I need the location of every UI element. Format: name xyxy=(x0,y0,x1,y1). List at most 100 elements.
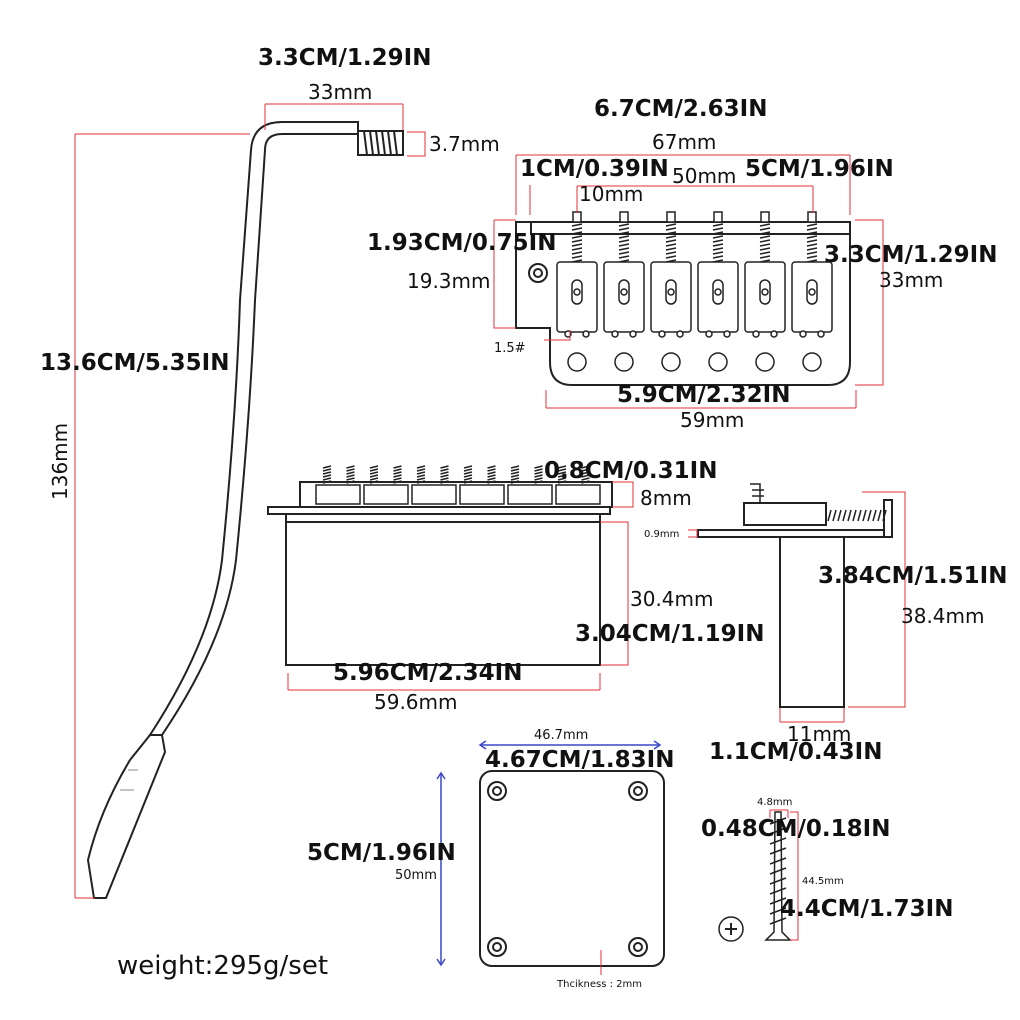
bridge-profile-view xyxy=(697,499,893,708)
height-screw xyxy=(817,330,825,338)
bridge-span-mm: 50mm xyxy=(672,164,737,188)
profile-block-mm: 11mm xyxy=(787,722,852,746)
bridge-total-label: 6.7CM/2.63IN xyxy=(594,96,768,122)
intonation-screw-head xyxy=(760,211,770,223)
saddle-height-screw xyxy=(581,465,590,484)
bridge-base-mm: 59mm xyxy=(680,408,745,432)
saddle-screw xyxy=(667,288,675,296)
saddle-height-screw xyxy=(346,465,355,484)
height-screw xyxy=(611,330,619,338)
saddle-height-screw xyxy=(322,465,332,484)
tremolo-arm xyxy=(86,121,359,899)
saddle-height-screw xyxy=(557,465,567,484)
height-screw xyxy=(770,330,778,338)
string-hole xyxy=(708,352,728,372)
saddle-height-screw xyxy=(487,465,496,484)
bridge-top-holes xyxy=(567,352,822,372)
saddle-height-screw xyxy=(440,465,449,484)
arm-bend-mm: 33mm xyxy=(308,80,373,104)
bridge-width-label: 5.96CM/2.34IN xyxy=(333,660,523,686)
profile-intonation-spring xyxy=(827,509,887,522)
profile-spring xyxy=(750,483,887,522)
string-hole xyxy=(567,352,587,372)
side-saddle xyxy=(315,484,361,505)
bridge-side-view xyxy=(267,481,613,666)
screw-diameter-label: 0.48CM/0.18IN xyxy=(701,816,891,842)
height-screw xyxy=(752,330,760,338)
saddle-height-screw xyxy=(369,465,379,484)
weight-label: weight:295g/set xyxy=(117,951,329,981)
block-height-label: 3.04CM/1.19IN xyxy=(575,621,765,647)
saddle-height-screw xyxy=(510,465,520,484)
bridge-span-label: 5CM/1.96IN xyxy=(745,156,894,182)
height-screw xyxy=(658,330,666,338)
screw-length-mm: 44.5mm xyxy=(802,876,844,887)
bridge-top-saddles xyxy=(556,261,833,338)
neck-plate-dimension-lines xyxy=(436,740,662,975)
side-saddle xyxy=(363,484,409,505)
height-screw xyxy=(799,330,807,338)
saddle-height-label: 0.8CM/0.31IN xyxy=(544,458,718,484)
intonation-spring xyxy=(665,223,677,263)
plate-thickness-mm: 0.9mm xyxy=(644,529,680,540)
saddle-height-screw xyxy=(393,465,402,484)
bridge-height-mm: 19.3mm xyxy=(407,269,491,293)
intonation-screw-head xyxy=(713,211,723,223)
wrench-size-label: 1.5# xyxy=(494,341,526,356)
string-hole xyxy=(614,352,634,372)
profile-block-label: 1.1CM/0.43IN xyxy=(709,739,883,765)
screw-length-label: 4.4CM/1.73IN xyxy=(780,896,954,922)
side-saddle xyxy=(507,484,553,505)
intonation-spring xyxy=(712,223,724,263)
screw-diameter-mm: 4.8mm xyxy=(757,797,793,808)
bridge-top-dimension-lines xyxy=(493,154,884,409)
screw-dimension-lines xyxy=(769,809,799,941)
height-screw xyxy=(723,330,731,338)
bridge-depth-mm: 33mm xyxy=(879,268,944,292)
bridge-depth-label: 3.3CM/1.29IN xyxy=(824,242,998,268)
arm-thread-mm: 3.7mm xyxy=(429,132,500,156)
saddle-screw xyxy=(714,288,722,296)
saddle-height-screw xyxy=(463,465,473,484)
profile-height-label: 3.84CM/1.51IN xyxy=(818,563,1008,589)
intonation-spring xyxy=(618,223,630,263)
string-hole xyxy=(802,352,822,372)
intonation-screw-head xyxy=(666,211,676,223)
neck-plate-width-mm: 46.7mm xyxy=(534,728,589,743)
height-screw xyxy=(705,330,713,338)
saddle-screw xyxy=(808,288,816,296)
saddle-height-mm: 8mm xyxy=(640,486,692,510)
neck-plate-width-label: 4.67CM/1.83IN xyxy=(485,747,675,773)
bridge-profile-dimension-lines xyxy=(688,491,906,723)
string-hole xyxy=(755,352,775,372)
arm-bend-label: 3.3CM/1.29IN xyxy=(258,45,432,71)
intonation-spring xyxy=(759,223,771,263)
arm-length-mm: 136mm xyxy=(48,422,72,500)
saddle-height-screw xyxy=(416,465,426,484)
arm-length-label: 13.6CM/5.35IN xyxy=(40,350,230,376)
block-height-mm: 30.4mm xyxy=(630,587,714,611)
profile-height-mm: 38.4mm xyxy=(901,604,985,628)
intonation-spring xyxy=(571,223,583,263)
side-saddle xyxy=(459,484,505,505)
string-spacing-label: 1CM/0.39IN xyxy=(520,156,669,182)
neck-plate xyxy=(479,770,665,967)
saddle-screw xyxy=(761,288,769,296)
bridge-side-dimension-lines xyxy=(287,481,634,691)
intonation-screw-head xyxy=(572,211,582,223)
profile-height-screw xyxy=(750,483,764,503)
height-screw xyxy=(582,330,590,338)
neck-plate-height-label: 5CM/1.96IN xyxy=(307,840,456,866)
height-screw xyxy=(676,330,684,338)
height-screw xyxy=(629,330,637,338)
saddle-screw xyxy=(573,288,581,296)
arm-dimension-lines xyxy=(74,103,426,899)
string-spacing-mm: 10mm xyxy=(579,182,644,206)
bridge-total-mm: 67mm xyxy=(652,130,717,154)
bridge-side-screws xyxy=(315,465,601,505)
bridge-height-label: 1.93CM/0.75IN xyxy=(367,230,557,256)
arm-thread xyxy=(357,130,404,156)
bridge-top-springs xyxy=(571,211,818,263)
string-hole xyxy=(661,352,681,372)
